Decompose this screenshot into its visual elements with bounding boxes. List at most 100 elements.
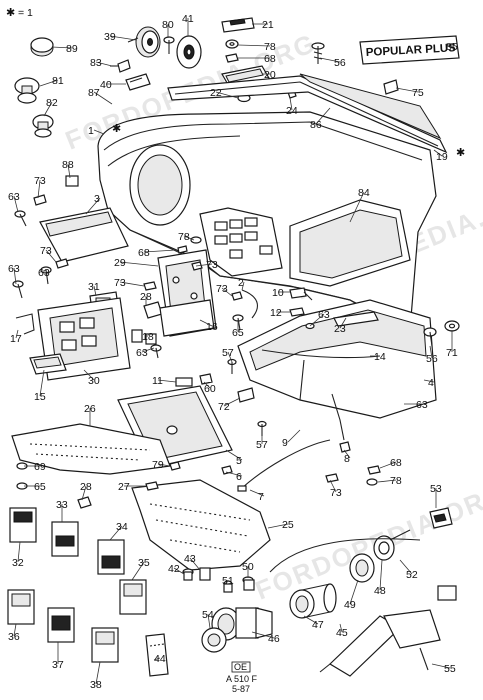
upper-trim-part-86 <box>167 73 448 154</box>
callout-label-c5: 5 <box>236 455 242 467</box>
leader-line-c24 <box>289 97 293 111</box>
lamp-part-11 <box>175 377 193 387</box>
clip-part-68 <box>225 53 239 63</box>
knob-part-82 <box>32 114 54 138</box>
leader-lines <box>13 18 453 685</box>
leader-line-c19 <box>433 149 443 157</box>
switch-part-35 <box>119 579 147 615</box>
callout-label-c78b: 78 <box>178 231 190 243</box>
dashboard-panel-part-1 <box>97 111 437 331</box>
leader-line-c31 <box>93 285 97 297</box>
cover-part-3 <box>39 207 129 263</box>
clip-part-88 <box>65 175 79 187</box>
callout-label-c3: 3 <box>94 193 100 205</box>
callout-label-c14: 14 <box>374 351 386 363</box>
callout-label-c49: 49 <box>344 599 356 611</box>
lighter-socket-part-47 <box>289 583 337 619</box>
callout-label-c31: 31 <box>88 281 100 293</box>
callout-label-c50: 50 <box>242 561 254 573</box>
callout-label-c21: 21 <box>262 19 274 31</box>
floor-panel-part-26 <box>11 423 171 475</box>
callout-label-c60: 60 <box>204 383 216 395</box>
leader-line-c68b <box>143 249 177 253</box>
leader-line-c30 <box>83 369 95 381</box>
leader-line-c79 <box>157 463 171 467</box>
leader-line-c84 <box>349 191 365 223</box>
cover-part-44 <box>145 633 169 677</box>
lamp-part-21 <box>221 17 255 33</box>
clip-part-27 <box>145 481 159 491</box>
callout-label-c73f: 73 <box>330 487 342 499</box>
switch-part-10 <box>289 287 313 301</box>
leader-line-c82 <box>43 101 53 117</box>
leader-line-c25 <box>267 523 289 529</box>
legend-asterisk-icon: ✱ <box>6 6 15 19</box>
leader-line-c32 <box>17 541 21 563</box>
leader-line-c44 <box>153 657 161 661</box>
screw-part-56-right <box>423 327 437 347</box>
clip-part-73-e <box>231 291 243 301</box>
callout-label-c55: 55 <box>444 663 456 675</box>
callout-label-c56b: 56 <box>426 353 438 365</box>
tray-part-15 <box>29 353 67 375</box>
callout-label-c65b: 65 <box>34 481 46 493</box>
callout-label-c34: 34 <box>116 521 128 533</box>
clip-part-83 <box>110 59 131 73</box>
panel-part-16 <box>159 299 215 337</box>
callout-label-c35: 35 <box>138 557 150 569</box>
leader-line-c54 <box>207 613 211 629</box>
callout-label-c78c: 78 <box>390 475 402 487</box>
screw-part-63-e <box>150 344 162 359</box>
strip-part-23 <box>333 311 379 327</box>
callout-label-c39: 39 <box>104 31 116 43</box>
leader-line-c75 <box>395 87 419 93</box>
switch-part-33 <box>51 521 79 557</box>
callout-label-c36: 36 <box>8 631 20 643</box>
switch-part-60 <box>199 373 213 385</box>
screw-part-56-top <box>311 42 325 64</box>
callout-label-c63a: 63 <box>8 191 20 203</box>
leader-line-c56a <box>319 57 341 63</box>
clip-part-73-d <box>143 281 157 291</box>
callout-label-c69: 69 <box>34 461 46 473</box>
switch-part-37 <box>47 607 75 643</box>
clip-part-53 <box>429 507 453 529</box>
clip-part-75 <box>383 79 399 95</box>
leader-line-c63e <box>141 347 155 353</box>
switch-part-36 <box>7 589 35 625</box>
clip-part-28 <box>143 301 163 319</box>
callout-label-c52: 52 <box>406 569 418 581</box>
callout-label-c73a: 73 <box>34 175 46 187</box>
callout-label-c63d: 63 <box>318 309 330 321</box>
speaker-part-41 <box>176 35 202 69</box>
leader-line-c23 <box>339 317 347 329</box>
leader-line-c5 <box>225 449 243 461</box>
callout-label-c10: 10 <box>272 287 284 299</box>
callout-label-c73b: 73 <box>206 259 218 271</box>
cap-part-89 <box>30 37 54 57</box>
leader-line-c63b <box>13 267 17 285</box>
callout-label-c84: 84 <box>358 187 370 199</box>
callout-label-c85: 85 <box>446 41 458 53</box>
socket-part-49 <box>349 553 375 583</box>
callout-label-c15: 15 <box>34 391 46 403</box>
bulb-part-51 <box>223 580 233 593</box>
callout-label-c26: 26 <box>84 403 96 415</box>
stalk-switch-part-55 <box>319 585 457 677</box>
callout-label-c37: 37 <box>52 659 64 671</box>
leader-line-c46 <box>251 631 275 639</box>
callout-label-c73e: 73 <box>216 283 228 295</box>
hinge-part-72 <box>237 387 255 403</box>
leader-line-c73c <box>45 249 57 263</box>
asterisk-marker-1-icon: ✱ <box>112 122 121 135</box>
callout-label-c81: 81 <box>52 75 64 87</box>
leader-line-c89 <box>51 46 73 49</box>
leader-line-c83 <box>95 61 113 67</box>
callout-label-c47: 47 <box>312 619 324 631</box>
leader-line-c6 <box>225 471 243 477</box>
switch-part-32 <box>9 507 37 543</box>
leader-line-c9 <box>287 429 301 443</box>
leader-line-c85 <box>445 43 453 47</box>
callout-label-c48: 48 <box>374 585 386 597</box>
